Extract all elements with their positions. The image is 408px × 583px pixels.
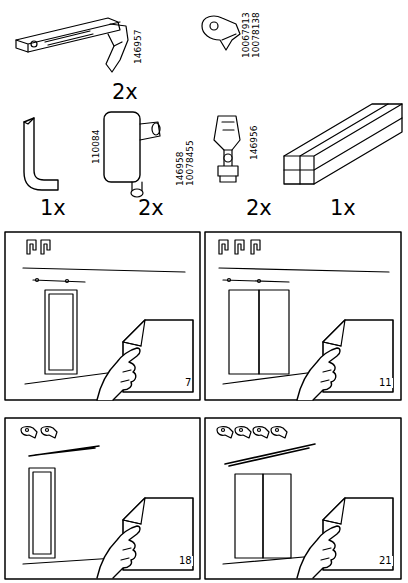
step-number: 11 — [378, 378, 393, 388]
drawing-stroke — [224, 154, 232, 162]
rail-bracket — [16, 18, 128, 72]
step-11 — [219, 240, 393, 400]
drawing-stroke — [284, 104, 402, 184]
drawing-stroke — [45, 290, 77, 374]
drawing-stroke — [235, 474, 263, 558]
drawing-stroke — [114, 42, 122, 46]
drawing-stroke — [24, 118, 34, 124]
drawing-stroke — [284, 104, 402, 184]
allen-key — [24, 118, 58, 190]
drawing-stroke — [131, 189, 143, 197]
step-number: 21 — [378, 556, 393, 566]
drawing-stroke — [297, 320, 393, 400]
drawing-stroke — [223, 372, 315, 384]
drawing-stroke — [271, 427, 287, 438]
drawing-stroke — [214, 116, 240, 150]
step-panel — [205, 418, 401, 579]
drawing-stroke — [27, 240, 36, 254]
drawing-stroke — [251, 240, 260, 254]
part-number: 146956 — [250, 126, 259, 160]
part-number: 10067913 — [242, 12, 251, 58]
drawing-stroke — [49, 294, 73, 370]
step-panel — [5, 418, 200, 579]
door-clip — [214, 116, 240, 182]
step-7 — [23, 240, 193, 400]
drawing-stroke — [219, 240, 228, 254]
drawing-stroke — [97, 320, 193, 400]
drawing-stroke — [284, 104, 402, 184]
part-number: 146958 — [176, 152, 185, 186]
part-number: 10078138 — [252, 12, 261, 58]
drawing-stroke — [36, 279, 39, 282]
step-21 — [217, 427, 393, 578]
drawing-stroke — [259, 290, 289, 374]
drawing-stroke — [217, 427, 233, 438]
step-18 — [21, 427, 193, 578]
drawing-stroke — [66, 280, 69, 283]
drawing-stroke — [218, 166, 238, 176]
drawing-stroke — [33, 472, 51, 554]
drawing-stroke — [235, 427, 251, 438]
drawing-stroke — [258, 280, 261, 283]
part-number: 146957 — [134, 30, 143, 64]
drawing-stroke — [224, 150, 232, 166]
drawing-stroke — [16, 22, 120, 52]
drawing-stroke — [41, 427, 57, 438]
quantity: 2x — [138, 198, 164, 219]
quantity: 2x — [246, 198, 272, 219]
drawing-stroke — [31, 41, 37, 47]
drawing-stroke — [219, 268, 389, 282]
step-number: 18 — [178, 556, 193, 566]
quantity: 1x — [40, 198, 66, 219]
quantity: 1x — [330, 198, 356, 219]
drawing-stroke — [222, 122, 234, 130]
drawing-stroke — [21, 427, 37, 438]
drawing-stroke — [41, 240, 50, 254]
drawing-stroke — [140, 122, 160, 140]
drawing-stroke — [220, 176, 236, 182]
drawing-stroke — [263, 474, 291, 558]
drawing-stroke — [97, 498, 193, 578]
drawing-stroke — [253, 427, 269, 438]
drawing-stroke — [16, 18, 120, 52]
drawing-stroke — [210, 22, 218, 30]
drawing-stroke — [104, 112, 140, 182]
drawing-stroke — [25, 372, 115, 384]
drawing-stroke — [24, 118, 58, 190]
drawing-stroke — [29, 468, 55, 558]
part-number: 110084 — [92, 130, 101, 164]
drawing-stroke — [297, 498, 393, 578]
drawing-stroke — [228, 279, 231, 282]
step-panel — [205, 232, 401, 400]
drawing-stroke — [222, 34, 236, 40]
drawing-stroke — [23, 268, 185, 282]
drawing-stroke — [106, 24, 128, 72]
door-bracket — [104, 112, 160, 197]
drawing-stroke — [235, 240, 244, 254]
drawing-stroke — [225, 444, 315, 466]
drawing-stroke — [229, 290, 259, 374]
drawing-stroke — [152, 123, 160, 135]
drawing-stroke — [202, 16, 240, 50]
quantity: 2x — [112, 82, 138, 103]
drawing-stroke — [45, 31, 93, 45]
top-rail — [284, 104, 402, 184]
stopper — [202, 16, 240, 50]
drawing-stroke — [29, 446, 99, 456]
step-number: 7 — [184, 378, 192, 388]
step-panel — [5, 232, 200, 400]
part-number: 10078455 — [186, 140, 195, 186]
